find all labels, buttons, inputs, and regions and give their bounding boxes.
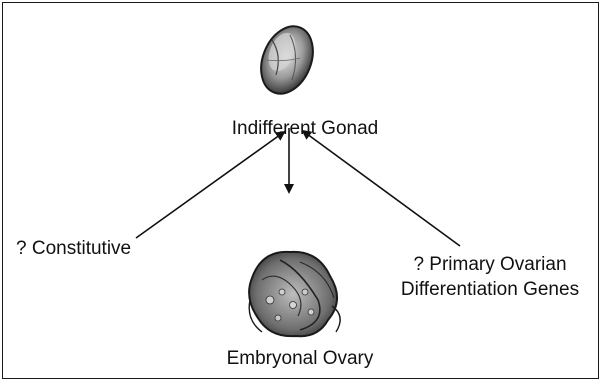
arrow-primary-genes-to-gonad xyxy=(303,131,460,246)
ovary-icon xyxy=(249,252,340,336)
constitutive-label: ? Constitutive xyxy=(16,236,131,261)
gonad-icon xyxy=(252,19,323,102)
indifferent-gonad-label: Indifferent Gonad xyxy=(210,116,400,141)
embryonal-ovary-label: Embryonal Ovary xyxy=(180,346,420,371)
primary-ovarian-label-line1: ? Primary Ovarian xyxy=(380,252,600,277)
primary-ovarian-label-line2: Differentiation Genes xyxy=(380,277,600,302)
arrow-constitutive-to-gonad xyxy=(136,132,284,238)
